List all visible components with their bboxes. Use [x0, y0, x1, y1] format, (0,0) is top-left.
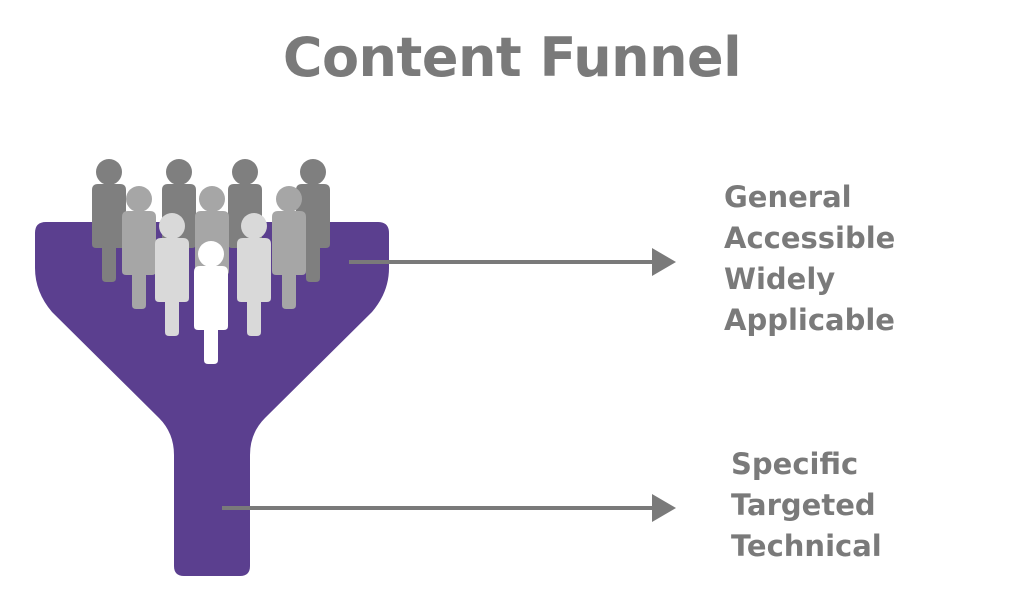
label-accessible: Accessible — [724, 221, 896, 255]
label-general: General — [724, 180, 852, 214]
label-specific: Specific — [731, 447, 859, 481]
label-widely: Widely — [724, 262, 836, 296]
top-labels: General Accessible Widely Applicable — [724, 177, 895, 341]
label-technical: Technical — [731, 529, 882, 563]
arrow-top — [349, 248, 676, 276]
bottom-labels: Specific Targeted Technical — [731, 444, 882, 567]
arrow-bottom — [222, 494, 676, 522]
funnel-shape — [35, 222, 389, 576]
diagram-title: Content Funnel — [282, 26, 742, 89]
label-applicable: Applicable — [724, 303, 895, 337]
label-targeted: Targeted — [731, 488, 876, 522]
